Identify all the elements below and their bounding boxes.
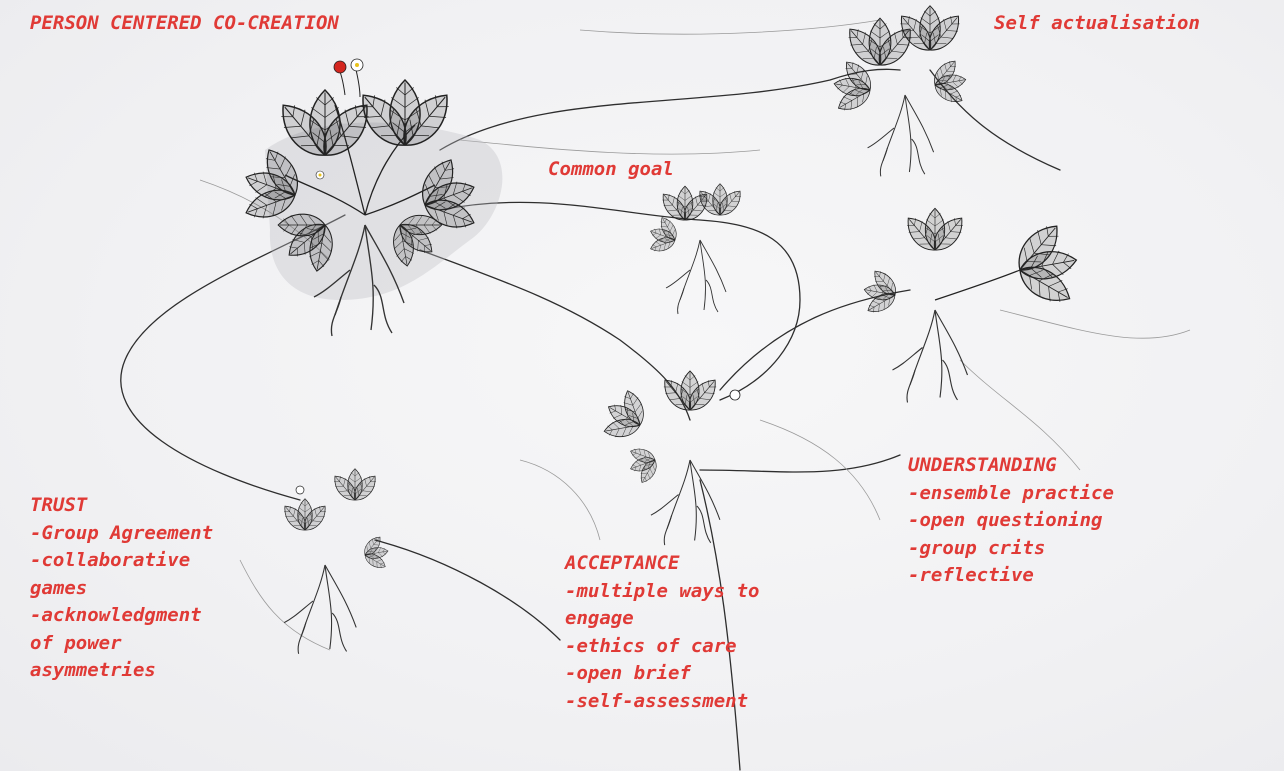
understanding-item: -group crits (908, 535, 1114, 563)
understanding-item: -reflective (908, 562, 1114, 590)
trust-item: asymmetries (30, 657, 213, 685)
plant-acceptance (594, 371, 740, 545)
understanding-label-block: UNDERSTANDING -ensemble practice -open q… (908, 452, 1114, 590)
trust-item: games (30, 575, 213, 603)
acceptance-item: -ethics of care (565, 633, 759, 661)
trust-label-block: TRUST -Group Agreement -collaborative ga… (30, 492, 213, 685)
acceptance-item: -self-assessment (565, 688, 759, 716)
trust-item: -acknowledgment (30, 602, 213, 630)
acceptance-item: engage (565, 605, 759, 633)
plant-common-goal (643, 184, 745, 314)
common-goal-label: Common goal (548, 156, 674, 184)
trust-heading: TRUST (30, 492, 213, 520)
self-actualisation-label: Self actualisation (994, 10, 1200, 38)
understanding-item: -open questioning (908, 507, 1114, 535)
title-label: PERSON CENTERED CO-CREATION (30, 10, 339, 38)
understanding-item: -ensemble practice (908, 480, 1114, 508)
plant-understanding (860, 208, 1085, 402)
plant-trust (279, 469, 391, 654)
trust-item: of power (30, 630, 213, 658)
understanding-heading: UNDERSTANDING (908, 452, 1114, 480)
acceptance-item: -open brief (565, 660, 759, 688)
acceptance-item: -multiple ways to (565, 578, 759, 606)
acceptance-heading: ACCEPTANCE (565, 550, 759, 578)
trust-item: -Group Agreement (30, 520, 213, 548)
plant-self-actualisation (829, 6, 970, 177)
acceptance-label-block: ACCEPTANCE -multiple ways to engage -eth… (565, 550, 759, 715)
trust-item: -collaborative (30, 547, 213, 575)
